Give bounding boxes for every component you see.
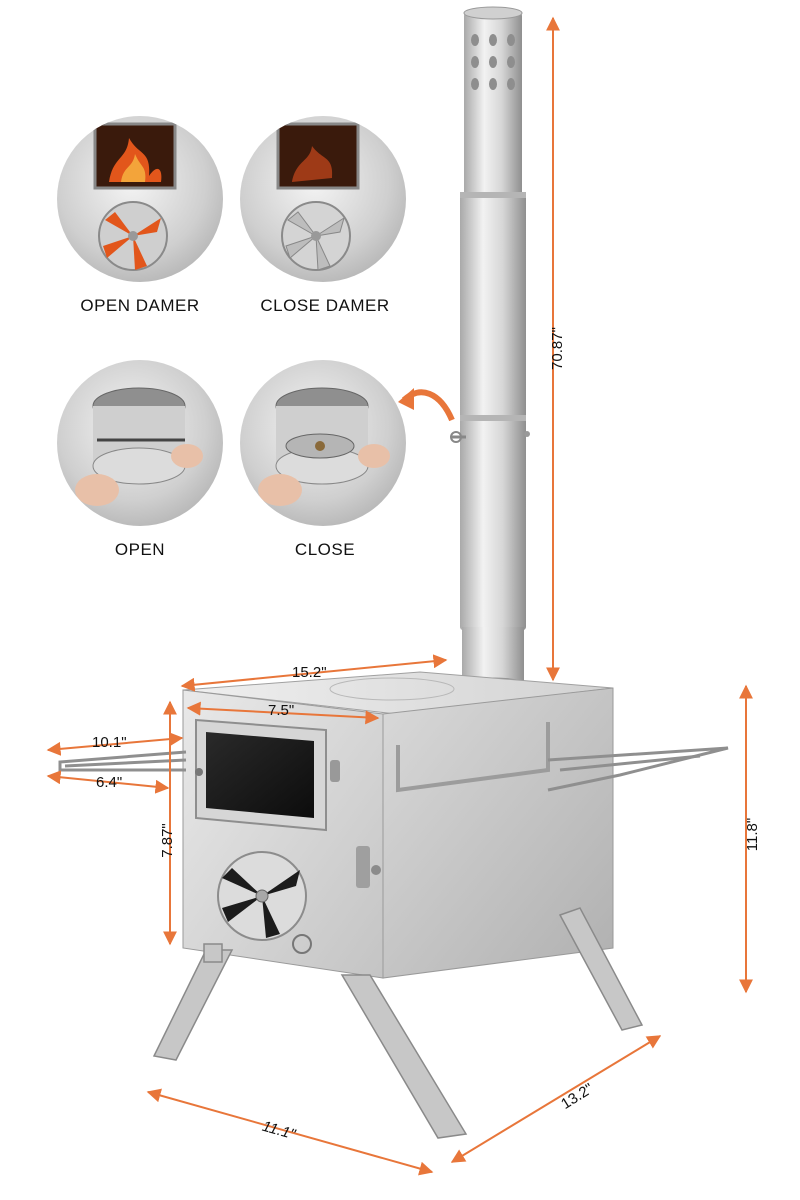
shelf-width-label: 6.4" [96, 774, 123, 791]
chimney-height-label: 70.87" [548, 327, 566, 370]
open-caption: OPEN [114, 540, 166, 559]
top-width-label: 15.2" [292, 664, 327, 681]
close-caption: CLOSE [294, 540, 356, 559]
close-flue-photo [240, 360, 406, 526]
side-handle [396, 722, 550, 793]
dimension-lines [46, 16, 753, 1176]
shelf-length-label: 10.1" [92, 734, 127, 751]
chimney-pipe [450, 6, 530, 695]
door-width-label: 7.5" [268, 702, 295, 719]
open-damper-caption: OPEN DAMER [80, 296, 200, 315]
right-shelf-rack [547, 746, 729, 792]
stove-door [195, 718, 340, 832]
left-shelf-rack [58, 750, 187, 772]
front-height-label: 7.87" [158, 823, 176, 858]
front-latch [356, 846, 370, 888]
total-height-label: 11.8" [744, 817, 762, 852]
close-damper-caption: CLOSE DAMER [260, 296, 390, 315]
open-damper-photo [57, 116, 223, 282]
stove-legs [152, 907, 644, 1139]
air-damper [217, 851, 312, 954]
close-damper-photo [240, 116, 406, 282]
open-flue-photo [57, 360, 223, 526]
